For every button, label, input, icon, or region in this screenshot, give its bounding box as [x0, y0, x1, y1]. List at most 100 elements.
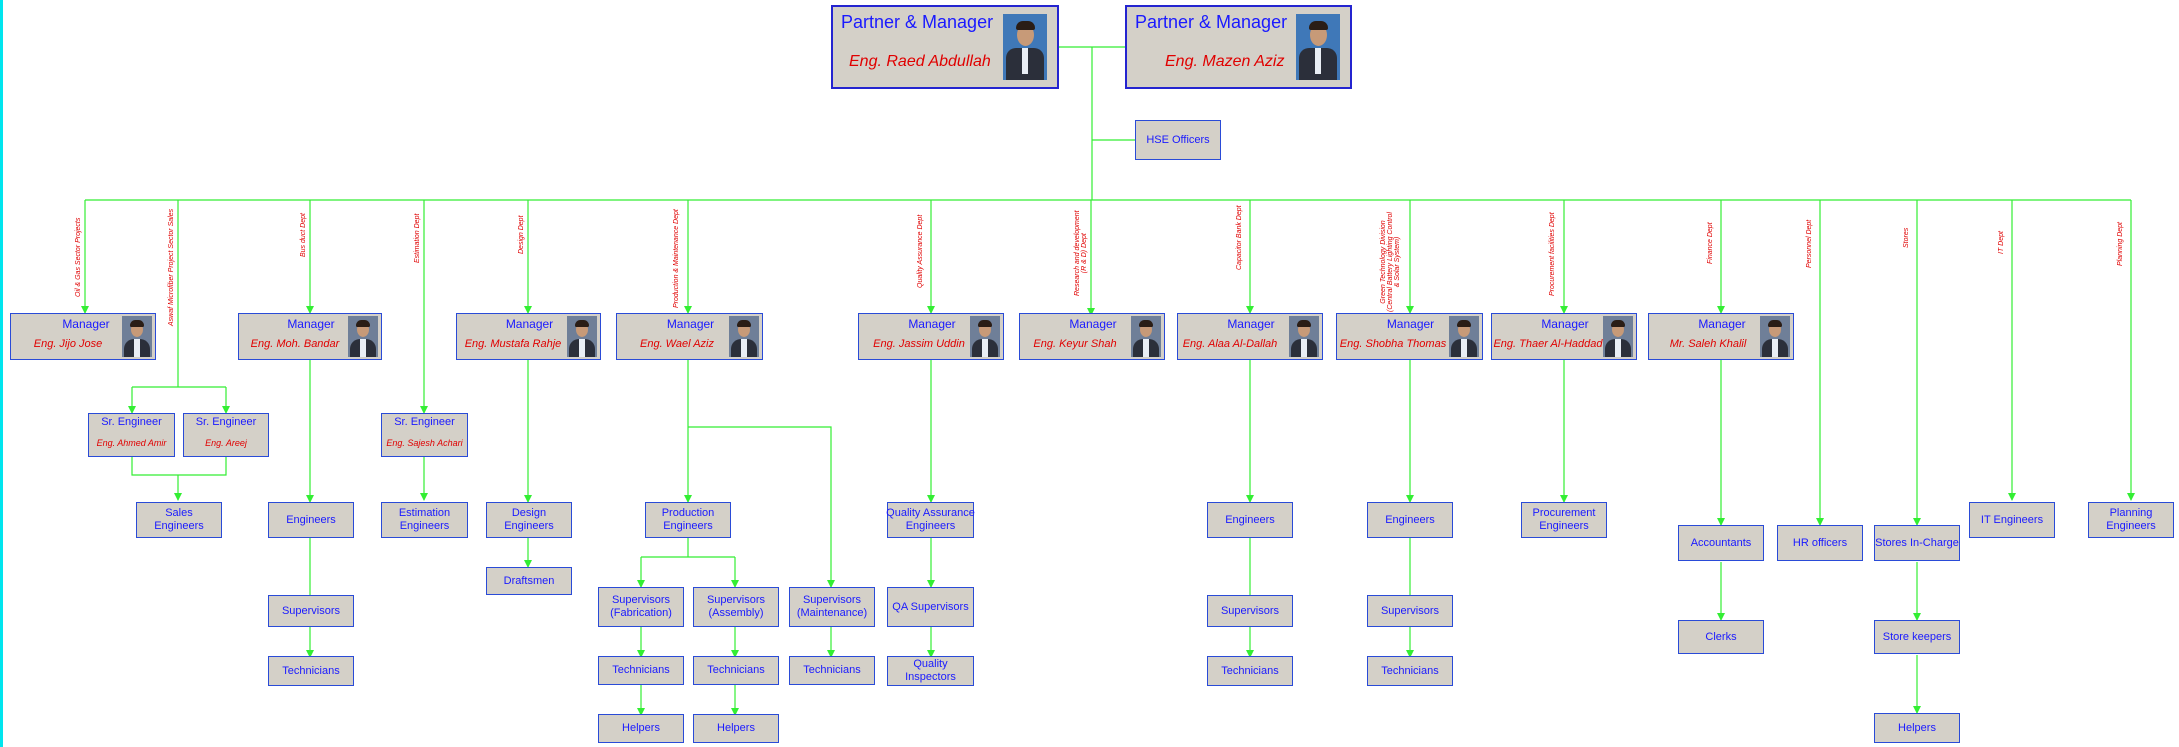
technicians-fabrication-box[interactable]: Technicians [598, 656, 684, 685]
partner-name: Eng. Mazen Aziz [1165, 53, 1285, 70]
manager-card-thaer-al-haddad[interactable]: Manager Eng. Thaer Al-Haddad [1491, 313, 1637, 360]
capacitor-technicians-box[interactable]: Technicians [1207, 656, 1293, 686]
qa-supervisors-box[interactable]: QA Supervisors [887, 587, 974, 627]
dept-label-planning: Planning Dept [2117, 222, 2124, 266]
store-keepers-box[interactable]: Store keepers [1874, 620, 1960, 654]
supervisors-assembly-box[interactable]: Supervisors (Assembly) [693, 587, 779, 627]
partner-title: Partner & Manager [841, 12, 994, 32]
avatar [1289, 316, 1319, 357]
manager-title: Manager [1227, 317, 1275, 331]
manager-card-jassim-uddin[interactable]: Manager Eng. Jassim Uddin [858, 313, 1004, 360]
production-engineers-box[interactable]: Production Engineers [645, 502, 731, 538]
manager-card-saleh-khalil[interactable]: Manager Mr. Saleh Khalil [1648, 313, 1794, 360]
manager-title: Manager [1698, 317, 1746, 331]
avatar [1760, 316, 1790, 357]
green-technicians-box[interactable]: Technicians [1367, 656, 1453, 686]
manager-title: Manager [62, 317, 110, 331]
sr-engineer-name: Eng. Sajesh Achari [386, 438, 463, 448]
sales-engineers-box[interactable]: Sales Engineers [136, 502, 222, 538]
dept-label-production: Production & Maintenance Dept [673, 209, 680, 308]
supervisors-maintenance-box[interactable]: Supervisors (Maintenance) [789, 587, 875, 627]
quality-inspectors-box[interactable]: Quality Inspectors [887, 656, 974, 686]
manager-name: Eng. Moh. Bandar [250, 338, 340, 350]
manager-card-keyur-shah[interactable]: Manager Eng. Keyur Shah [1019, 313, 1165, 360]
dept-label-finance: Finance Dept [1707, 222, 1714, 264]
hr-officers-box[interactable]: HR officers [1777, 525, 1863, 561]
green-supervisors-box[interactable]: Supervisors [1367, 595, 1453, 627]
manager-card-moh-bandar[interactable]: Manager Eng. Moh. Bandar [238, 313, 382, 360]
busduct-engineers-box[interactable]: Engineers [268, 502, 354, 538]
dept-label-procurement: Procurement facilities Dept [1549, 212, 1556, 296]
manager-name: Eng. Alaa Al-Dallah [1182, 338, 1278, 350]
manager-name: Eng. Mustafa Rahje [464, 338, 562, 350]
manager-card-shobha-thomas[interactable]: Manager Eng. Shobha Thomas [1336, 313, 1483, 360]
design-engineers-box[interactable]: Design Engineers [486, 502, 572, 538]
sr-engineer-name: Eng. Ahmed Amir [96, 438, 167, 448]
avatar [567, 316, 597, 357]
manager-name: Eng. Jijo Jose [33, 338, 103, 350]
dept-label-rnd: Research and development (R & D) Dept [1074, 210, 1088, 296]
manager-title: Manager [908, 317, 956, 331]
manager-card-wael-aziz[interactable]: Manager Eng. Wael Aziz [616, 313, 763, 360]
manager-name: Eng. Jassim Uddin [873, 338, 965, 350]
sr-engineer-areej[interactable]: Sr. Engineer Eng. Areej [183, 413, 269, 457]
dept-label-personnel: Personnel Dept [1806, 219, 1813, 268]
avatar [348, 316, 378, 357]
avatar [1003, 14, 1047, 80]
manager-title: Manager [1386, 317, 1435, 331]
manager-title: Manager [505, 317, 554, 331]
dept-label-estimation: Estimation Dept [414, 213, 421, 263]
avatar [729, 316, 759, 357]
manager-title: Manager [1069, 317, 1117, 331]
green-engineers-box[interactable]: Engineers [1367, 502, 1453, 538]
procurement-engineers-box[interactable]: Procurement Engineers [1521, 502, 1607, 538]
hse-officers-box[interactable]: HSE Officers [1135, 120, 1221, 160]
left-border [0, 0, 3, 747]
technicians-assembly-box[interactable]: Technicians [693, 656, 779, 685]
manager-card-alaa-al-dallah[interactable]: Manager Eng. Alaa Al-Dallah [1177, 313, 1323, 360]
helpers-fabrication-box[interactable]: Helpers [598, 714, 684, 743]
planning-engineers-box[interactable]: Planning Engineers [2088, 502, 2174, 538]
avatar [122, 316, 152, 357]
stores-in-charge-box[interactable]: Stores In-Charge [1874, 525, 1960, 561]
sr-engineer-title: Sr. Engineer [195, 416, 257, 428]
stores-helpers-box[interactable]: Helpers [1874, 713, 1960, 743]
clerks-box[interactable]: Clerks [1678, 620, 1764, 654]
manager-title: Manager [287, 317, 335, 331]
dept-label-busduct: Bus duct Dept [300, 213, 307, 257]
it-engineers-box[interactable]: IT Engineers [1969, 502, 2055, 538]
sr-engineer-title: Sr. Engineer [394, 416, 455, 428]
qa-engineers-box[interactable]: Quality Assurance Engineers [886, 502, 975, 538]
dept-label-it: IT Dept [1998, 231, 2005, 254]
capacitor-engineers-box[interactable]: Engineers [1207, 502, 1293, 538]
dept-label-green-tech: Green Technology Division (Central Batte… [1380, 212, 1401, 312]
partner-name: Eng. Raed Abdullah [849, 53, 991, 70]
dept-label-stores: Stores [1903, 227, 1910, 248]
manager-name: Eng. Shobha Thomas [1339, 338, 1447, 350]
partner-card-raed-abdullah[interactable]: Partner & Manager Eng. Raed Abdullah [831, 5, 1059, 89]
dept-label-design: Design Dept [518, 215, 525, 254]
draftsmen-box[interactable]: Draftsmen [486, 567, 572, 595]
busduct-technicians-box[interactable]: Technicians [268, 656, 354, 686]
capacitor-supervisors-box[interactable]: Supervisors [1207, 595, 1293, 627]
sr-engineer-sajesh-achari[interactable]: Sr. Engineer Eng. Sajesh Achari [381, 413, 468, 457]
dept-label-oil-gas: Oil & Gas Sector Projects [75, 217, 82, 297]
sr-engineer-ahmed-amir[interactable]: Sr. Engineer Eng. Ahmed Amir [88, 413, 175, 457]
helpers-assembly-box[interactable]: Helpers [693, 714, 779, 743]
accountants-box[interactable]: Accountants [1678, 525, 1764, 561]
dept-label-capacitor: Capacitor Bank Dept [1236, 205, 1243, 270]
dept-label-aswaf: Aswaf Microfiber Project Sector Sales [168, 208, 175, 326]
technicians-maintenance-box[interactable]: Technicians [789, 656, 875, 685]
avatar [1131, 316, 1161, 357]
estimation-engineers-box[interactable]: Estimation Engineers [381, 502, 468, 538]
manager-title: Manager [666, 317, 715, 331]
supervisors-fabrication-box[interactable]: Supervisors (Fabrication) [598, 587, 684, 627]
manager-card-mustafa-rahje[interactable]: Manager Eng. Mustafa Rahje [456, 313, 601, 360]
manager-name: Mr. Saleh Khalil [1669, 338, 1747, 350]
busduct-supervisors-box[interactable]: Supervisors [268, 595, 354, 627]
manager-name: Eng. Keyur Shah [1033, 338, 1117, 350]
manager-card-jijo-jose[interactable]: Manager Eng. Jijo Jose [10, 313, 156, 360]
partner-card-mazen-aziz[interactable]: Partner & Manager Eng. Mazen Aziz [1125, 5, 1352, 89]
avatar [1449, 316, 1479, 357]
